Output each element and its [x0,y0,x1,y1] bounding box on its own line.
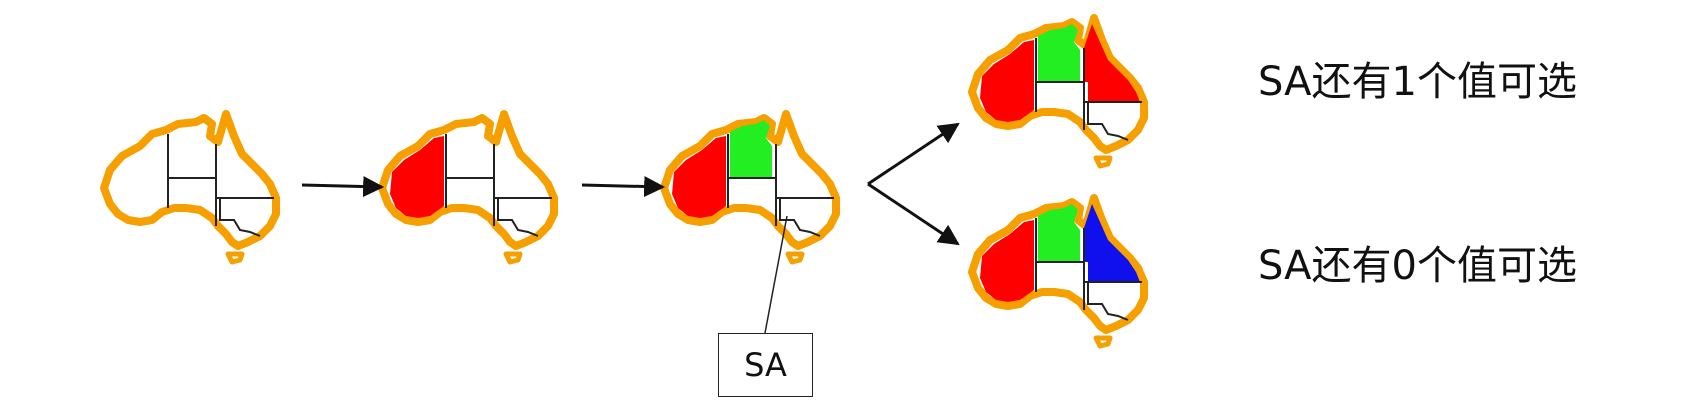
sa-callout-box: SA [718,333,813,397]
region-wa-red [980,40,1034,122]
australia-map-3 [660,110,840,265]
arrow-2-to-3 [581,176,666,198]
map-outline [100,110,280,250]
region-wa-red [672,136,726,218]
tasmania [225,251,245,265]
region-q-red [1084,24,1140,102]
state-borders [1035,38,1142,141]
tasmania [1093,335,1113,349]
region-nt-green [1038,24,1080,82]
arrow-3-to-5 [867,182,960,246]
region-q-blue [1084,204,1140,282]
state-borders [727,134,834,237]
state-borders [167,134,274,237]
sa-pointer-line [764,215,788,334]
australia-map-5 [968,194,1148,349]
tasmania [785,251,805,265]
arrow-3-to-4 [867,122,960,186]
australia-map-2 [378,110,558,265]
state-borders [1035,218,1142,321]
arrow-1-to-2 [301,176,385,198]
region-nt-green [730,120,772,178]
region-wa-red [390,136,444,218]
australia-map-1 [100,110,280,265]
region-wa-red [980,220,1034,302]
tasmania [503,251,523,265]
region-nt-green [1038,204,1080,262]
tasmania [1093,155,1113,169]
australia-map-4 [968,14,1148,169]
state-borders [445,134,552,237]
sa-callout-label: SA [744,346,787,384]
annotation-bottom: SA还有0个值可选 [1258,243,1577,289]
annotation-top: SA还有1个值可选 [1258,59,1577,105]
